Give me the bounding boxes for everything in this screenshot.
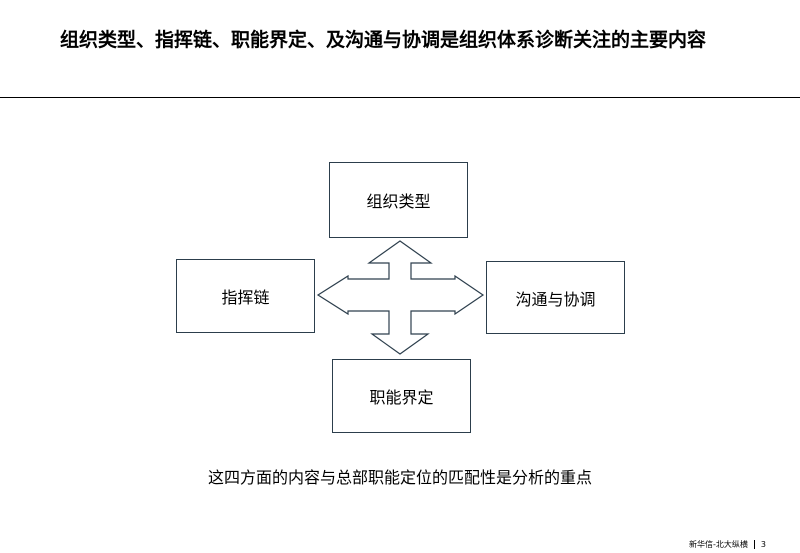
function-definition-label: 职能界定 — [369, 388, 434, 407]
org-type-box: 组织类型 — [329, 162, 468, 238]
four-way-arrow-shape — [316, 240, 485, 355]
footer: 新华信-北大纵横 3 — [689, 539, 766, 550]
slide-title: 组织类型、指挥链、职能界定、及沟通与协调是组织体系诊断关注的主要内容 — [60, 29, 707, 51]
communication-coordination-box: 沟通与协调 — [486, 261, 625, 334]
title-divider — [0, 97, 800, 98]
function-definition-box: 职能界定 — [332, 359, 471, 433]
footer-separator — [753, 540, 755, 549]
org-type-label: 组织类型 — [366, 192, 431, 211]
caption: 这四方面的内容与总部职能定位的匹配性是分析的重点 — [207, 468, 592, 487]
chain-of-command-label: 指挥链 — [221, 288, 270, 307]
page-number: 3 — [760, 540, 766, 549]
chain-of-command-box: 指挥链 — [176, 259, 315, 333]
communication-coordination-label: 沟通与协调 — [515, 289, 596, 309]
footer-brand: 新华信-北大纵横 — [689, 540, 748, 549]
